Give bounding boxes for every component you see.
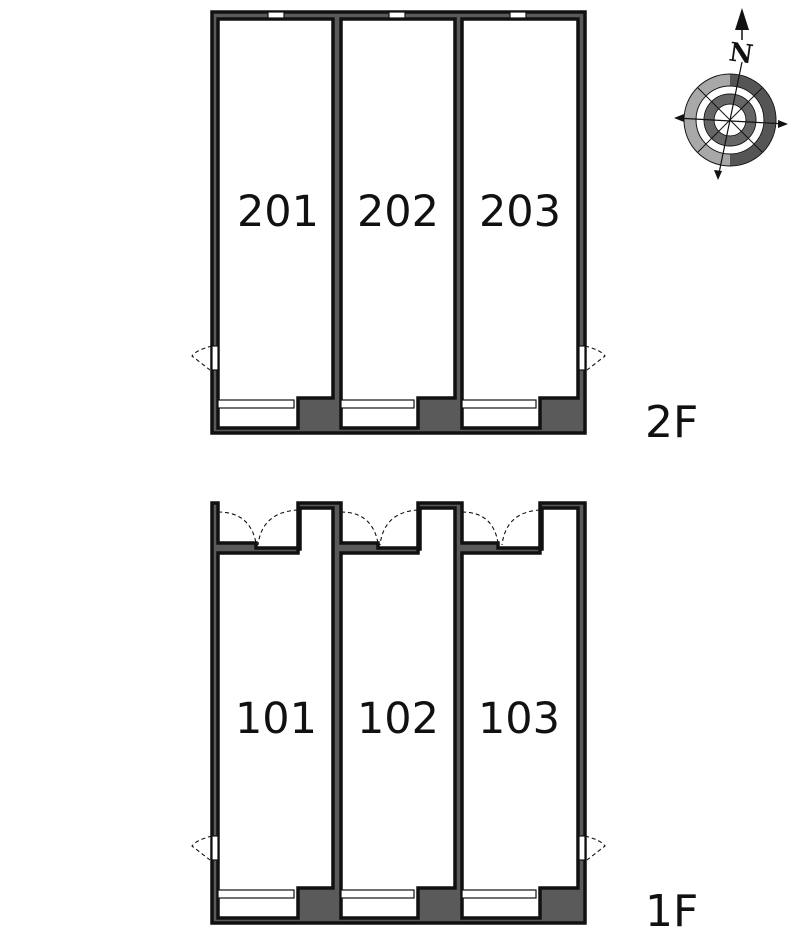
balcony-102	[340, 889, 415, 899]
balcony-202	[340, 399, 415, 409]
window-top-202	[388, 11, 406, 19]
door-swing-103a	[461, 511, 499, 544]
side-opening-right-2f	[578, 345, 586, 371]
compass-north-label: N	[727, 37, 755, 70]
balcony-203	[461, 399, 537, 409]
floor-2f: 201 202 203 2F	[191, 10, 698, 448]
balcony-201	[217, 399, 295, 409]
door-swing-103b	[501, 509, 541, 546]
side-opening-left-1f	[211, 835, 219, 861]
window-top-203	[509, 11, 527, 19]
floor-1f-label: 1F	[645, 886, 698, 937]
compass-icon: N	[674, 8, 788, 180]
unit-203-label: 203	[479, 187, 561, 237]
floor-1f: 101 102 103 1F	[191, 501, 698, 937]
side-opening-left-2f	[211, 345, 219, 371]
door-swing-101a	[217, 511, 257, 544]
door-swing-right-1f	[584, 835, 606, 861]
unit-103-label: 103	[478, 694, 560, 744]
floor-2f-walls	[210, 10, 587, 435]
unit-101-label: 101	[235, 694, 317, 744]
balcony-103	[461, 889, 537, 899]
unit-201-label: 201	[237, 187, 319, 237]
window-top-201	[267, 11, 285, 19]
door-swing-left-2f	[191, 345, 213, 371]
door-swing-right-2f	[584, 345, 606, 371]
side-opening-right-1f	[578, 835, 586, 861]
floor-1f-walls	[210, 501, 587, 925]
door-swing-101b	[257, 509, 299, 546]
balcony-101	[217, 889, 295, 899]
door-swing-left-1f	[191, 835, 213, 861]
door-swing-102b	[379, 509, 419, 546]
door-swing-102a	[340, 511, 379, 544]
unit-102-label: 102	[357, 694, 439, 744]
floor-2f-label: 2F	[645, 397, 698, 448]
unit-202-label: 202	[357, 187, 439, 237]
